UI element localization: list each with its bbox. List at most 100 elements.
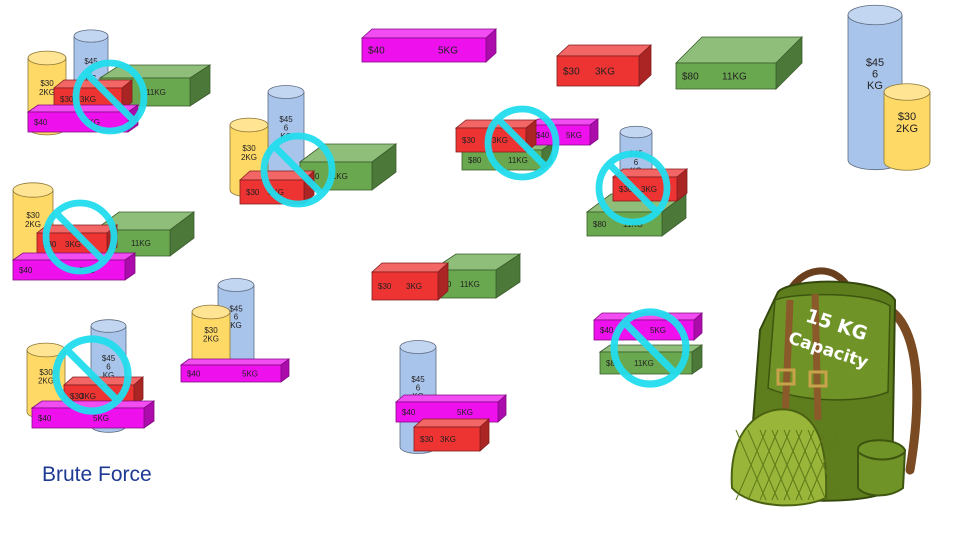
combo7-forbidden-icon — [595, 150, 671, 226]
combo5-magenta-item: $40 5KG — [30, 400, 156, 429]
magenta-item-value: $40 — [38, 414, 52, 423]
combo10-forbidden-icon — [610, 308, 690, 388]
blue-item-weight-unit: KG — [230, 321, 242, 330]
red-item-value: $30 — [60, 95, 74, 104]
green-item-weight: 11KG — [634, 359, 654, 368]
top-red-item: $30 3KG — [555, 44, 653, 87]
green-item-weight: 11KG — [328, 172, 348, 181]
red-item-value: $30 — [619, 185, 633, 194]
magenta-item-weight: 5KG — [566, 131, 582, 140]
blue-item-value: $45 — [279, 115, 293, 124]
combo8-red-item: $30 3KG — [370, 262, 450, 301]
red-item-weight: 3KG — [595, 67, 615, 78]
red-item-value: $30 — [378, 282, 392, 291]
red-item-weight: 3KG — [406, 282, 422, 291]
magenta-item-weight: 5KG — [93, 414, 109, 423]
backpack-side-pocket-flap — [857, 451, 906, 461]
magenta-item-value: $40 — [402, 408, 416, 417]
top-magenta-item: $40 5KG — [360, 28, 498, 63]
backpack-strap-middle — [811, 293, 822, 421]
combo6-forbidden-icon — [484, 105, 560, 181]
red-item-weight: 3KG — [80, 95, 96, 104]
backpack-side-pocket — [857, 439, 907, 497]
combo4-magenta-item: $40 5KG — [179, 358, 291, 383]
backpack-flap — [767, 293, 891, 401]
magenta-item-value: $40 — [34, 118, 48, 127]
green-item-value: $80 — [606, 359, 620, 368]
yellow-item-weight: 2KG — [38, 377, 54, 386]
yellow-item-value: $30 — [39, 368, 53, 377]
red-item-value: $30 — [563, 67, 580, 78]
yellow-item-weight: 2KG — [39, 88, 55, 97]
magenta-item-value: $40 — [19, 266, 33, 275]
magenta-item-weight: 5KG — [438, 46, 458, 57]
yellow-item-value: $30 — [242, 144, 256, 153]
red-item-weight: 3KG — [492, 136, 508, 145]
blue-item-weight: 6 — [872, 68, 878, 80]
blue-item-value: $45 — [411, 375, 425, 384]
green-item-value: $80 — [593, 220, 607, 229]
blue-item-weight: 6 — [634, 158, 639, 167]
backpack-buckle-left — [776, 368, 796, 386]
blue-item-weight: 6 — [106, 362, 111, 371]
blue-item-weight: 6 — [234, 313, 239, 322]
yellow-item-weight: 2KG — [203, 335, 219, 344]
green-item-value: $80 — [682, 72, 699, 83]
green-item-weight: 11KG — [722, 72, 747, 83]
yellow-item-value: $30 — [898, 111, 916, 123]
top-green-item: $80 11KG — [675, 36, 803, 90]
combo7-red-item: $30 3KG — [611, 168, 689, 202]
green-item-weight: 11KG — [131, 239, 151, 248]
blue-item-value: $45 — [102, 354, 116, 363]
yellow-item-weight: 2KG — [25, 220, 41, 229]
blue-item-weight-unit: KG — [867, 80, 883, 92]
combo9-red-item: $30 3KG — [412, 418, 491, 452]
green-item-weight: 11KG — [508, 156, 528, 165]
red-item-weight: 3KG — [80, 392, 96, 401]
backpack-front-pocket — [730, 408, 828, 507]
combo1-forbidden-icon — [72, 59, 148, 135]
yellow-item-value: $30 — [26, 211, 40, 220]
magenta-item-weight: 5KG — [457, 408, 473, 417]
red-item-value: $30 — [70, 392, 84, 401]
blue-item-weight-unit: KG — [103, 371, 115, 380]
yellow-item-weight: 2KG — [241, 153, 257, 162]
yellow-item-weight: 2KG — [896, 123, 918, 135]
green-item-value: $80 — [468, 156, 482, 165]
combo5-forbidden-icon — [52, 335, 132, 415]
backpack-buckle-middle — [808, 370, 828, 388]
combo6-magenta-item: $40 5KG — [528, 118, 600, 146]
blue-item-value: $45 — [866, 57, 884, 69]
green-item-weight: 11KG — [146, 88, 166, 97]
red-item-weight: 3KG — [641, 185, 657, 194]
yellow-item-value: $30 — [40, 79, 54, 88]
magenta-item-value: $40 — [368, 46, 385, 57]
blue-item-weight: 6 — [284, 124, 289, 133]
blue-item-value: $45 — [229, 304, 243, 313]
caption-brute-force: Brute Force — [42, 463, 152, 486]
backpack-pocket-mesh — [735, 429, 839, 501]
blue-item-weight: 6 — [416, 383, 421, 392]
green-item-weight: 11KG — [460, 280, 480, 289]
combo9-magenta-item: $40 5KG — [394, 394, 508, 423]
yellow-item-value: $30 — [204, 326, 218, 335]
backpack-strap-left — [781, 299, 794, 421]
blue-item-value: $45 — [84, 57, 98, 66]
combo3-forbidden-icon — [42, 199, 118, 275]
red-item-weight: 3KG — [440, 435, 456, 444]
red-item-weight: 3KG — [65, 240, 81, 249]
magenta-item-value: $40 — [187, 369, 201, 378]
magenta-item-value: $40 — [600, 326, 614, 335]
red-item-value: $30 — [420, 435, 434, 444]
magenta-item-value: $40 — [536, 131, 550, 140]
combo2-forbidden-icon — [260, 132, 336, 208]
red-item-value: $30 — [462, 136, 476, 145]
magenta-item-weight: 5KG — [650, 326, 666, 335]
magenta-item-weight: 5KG — [242, 369, 258, 378]
